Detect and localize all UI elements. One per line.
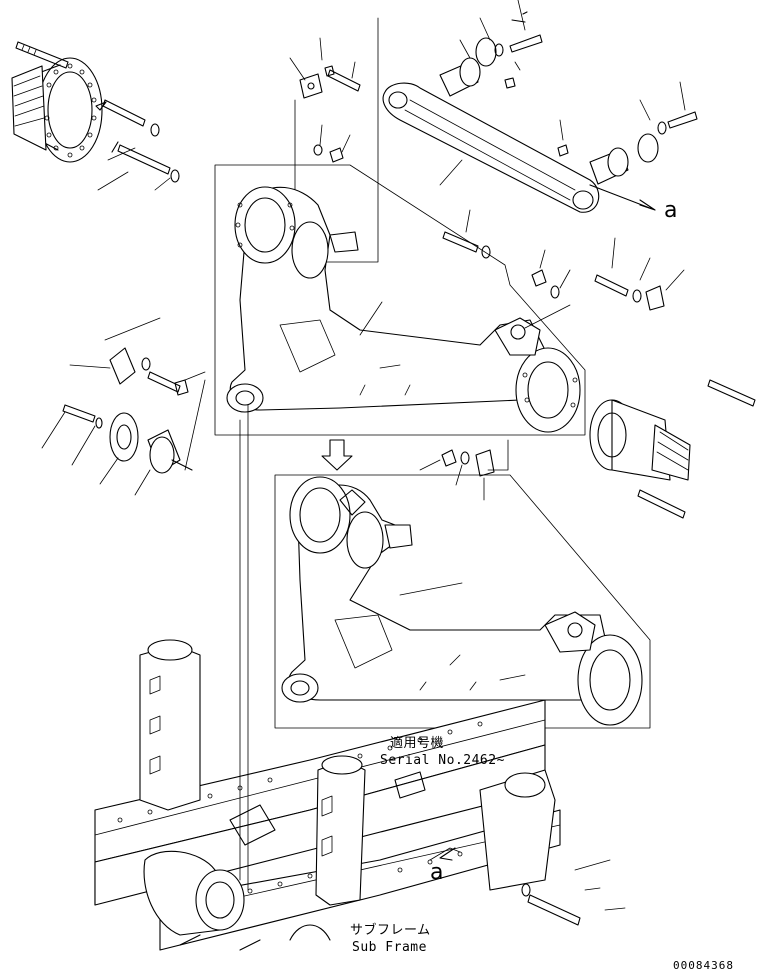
callout-a-lower: a — [430, 860, 444, 885]
machine-frame — [94, 639, 626, 951]
front-long-bolts — [95, 99, 180, 191]
subframe-label-jp: サブフレーム — [350, 923, 431, 938]
lower-link-line — [487, 439, 509, 471]
detail-axle-housing — [281, 476, 643, 726]
drawing-code: 00084368 — [673, 959, 734, 972]
reference-line-left — [239, 404, 249, 891]
lower-detail-frame — [274, 474, 651, 729]
serial-label-en: Serial No.2462~ — [380, 753, 505, 768]
front-stud-bolt — [15, 41, 69, 69]
upper-frame-box — [214, 164, 586, 436]
serial-label-jp: 適用号機 — [390, 736, 445, 751]
right-clamp-parts — [442, 209, 685, 311]
arrow-link-line — [294, 17, 379, 263]
rear-hub-flange — [589, 379, 756, 519]
front-hub-flange — [11, 57, 103, 163]
link-bushing-lower — [557, 81, 698, 211]
left-bushing-parts — [41, 317, 206, 496]
link-bushing-upper — [439, 0, 543, 97]
down-arrow-icon — [321, 439, 353, 471]
callout-a-upper: a — [664, 198, 678, 223]
upper-pin-parts — [289, 37, 361, 163]
upper-axle-housing — [226, 186, 581, 433]
torque-link-arm — [382, 82, 600, 213]
subframe-label-en: Sub Frame — [352, 940, 427, 955]
center-lower-parts — [419, 449, 495, 501]
